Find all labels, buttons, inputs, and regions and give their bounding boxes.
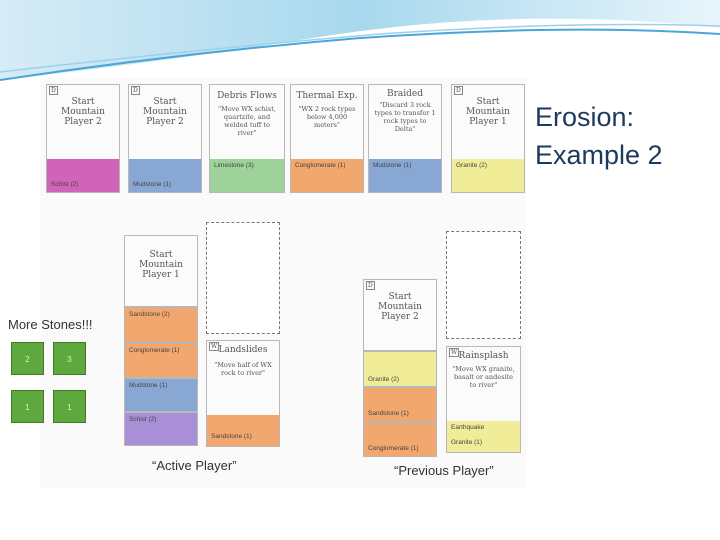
card-title: Landslides — [218, 345, 268, 355]
top-card-3: Debris Flows "Move WX schist, quartzite,… — [209, 84, 285, 193]
card-number: D — [49, 86, 58, 95]
rock-layer-label: Schist (2) — [125, 413, 197, 445]
landslide-card: W Landslides "Move half of WX rock to ri… — [206, 340, 280, 447]
card-title: Start Mountain Player 1 — [466, 97, 510, 127]
card-band: Schist (2) — [47, 159, 119, 192]
band-line-1: Earthquake — [451, 424, 485, 431]
active-band-4: Schist (2) — [124, 412, 198, 446]
top-card-2: D Start Mountain Player 2 Mudstone (1) — [128, 84, 202, 193]
card-number: W — [449, 348, 460, 357]
stone-tile: 1 — [11, 390, 44, 423]
active-start-mountain-card: Start Mountain Player 1 — [124, 235, 198, 307]
previous-start-mountain-card: D Start Mountain Player 2 — [363, 279, 437, 351]
previous-player-caption: “Previous Player” — [394, 463, 494, 478]
card-description: "Move WX granite, basalt or andesite to … — [452, 365, 515, 389]
top-card-5: Braided "Discard 3 rock types to transfe… — [368, 84, 442, 193]
title-line-1: Erosion: — [535, 102, 635, 132]
rainsplash-card: W Rainsplash "Move WX granite, basalt or… — [446, 346, 521, 453]
card-number: W — [209, 342, 220, 351]
header-wave-decoration — [0, 0, 720, 81]
card-title: Thermal Exp. — [296, 91, 358, 101]
card-band: Mudstone (1) — [369, 159, 441, 192]
more-stones-label: More Stones!!! — [8, 317, 93, 332]
previous-band-1: Granite (2) — [363, 351, 437, 387]
card-band: Earthquake Granite (1) — [447, 421, 520, 452]
card-band: Granite (2) — [452, 159, 524, 192]
empty-card-slot — [206, 222, 280, 334]
card-number: D — [454, 86, 463, 95]
top-card-4: Thermal Exp. "WX 2 rock types below 4,00… — [290, 84, 364, 193]
top-card-1: D Start Mountain Player 2 Schist (2) — [46, 84, 120, 193]
card-description: "Discard 3 rock types to transfer 1 rock… — [374, 101, 436, 133]
rock-layer-label: Conglomerate (1) — [364, 423, 436, 456]
card-title: Rainsplash — [458, 351, 509, 361]
card-title: Start Mountain Player 2 — [61, 97, 105, 127]
card-title: Start Mountain Player 2 — [378, 292, 422, 322]
active-band-3: Mudstone (1) — [124, 378, 198, 412]
card-description: "Move half of WX rock to river" — [214, 361, 272, 377]
card-band: Sandstone (1) — [207, 415, 279, 446]
stone-tile: 2 — [11, 342, 44, 375]
card-band: Limestone (3) — [210, 159, 284, 192]
slide-title: Erosion: Example 2 — [535, 98, 715, 174]
rock-layer-label: Mudstone (1) — [125, 379, 197, 411]
active-band-1: Sandstone (2) — [124, 307, 198, 343]
empty-card-slot — [446, 231, 521, 339]
card-number: D — [366, 281, 375, 290]
stone-tile: 3 — [53, 342, 86, 375]
top-card-6: D Start Mountain Player 1 Granite (2) — [451, 84, 525, 193]
band-line-2: Granite (1) — [451, 439, 483, 446]
previous-band-3: Conglomerate (1) — [363, 422, 437, 457]
card-number: D — [131, 86, 140, 95]
rock-layer-label: Sandstone (2) — [125, 308, 197, 342]
rock-layer-label: Conglomerate (1) — [125, 344, 197, 377]
active-band-2: Conglomerate (1) — [124, 343, 198, 378]
card-title: Debris Flows — [217, 91, 277, 101]
title-line-2: Example 2 — [535, 140, 663, 170]
previous-band-2: Sandstone (1) — [363, 387, 437, 422]
rock-layer-label: Granite (2) — [364, 352, 436, 386]
card-title: Start Mountain Player 2 — [143, 97, 187, 127]
card-band: Mudstone (1) — [129, 159, 201, 192]
rock-layer-label: Sandstone (1) — [364, 388, 436, 421]
card-title: Braided — [386, 89, 423, 99]
card-band: Conglomerate (1) — [291, 159, 363, 192]
card-description: "WX 2 rock types below 4,000 meters" — [298, 105, 356, 129]
card-title: Start Mountain Player 1 — [139, 250, 183, 280]
stone-tile: 1 — [53, 390, 86, 423]
active-player-caption: “Active Player” — [152, 458, 237, 473]
card-description: "Move WX schist, quartzite, and welded t… — [218, 105, 276, 137]
